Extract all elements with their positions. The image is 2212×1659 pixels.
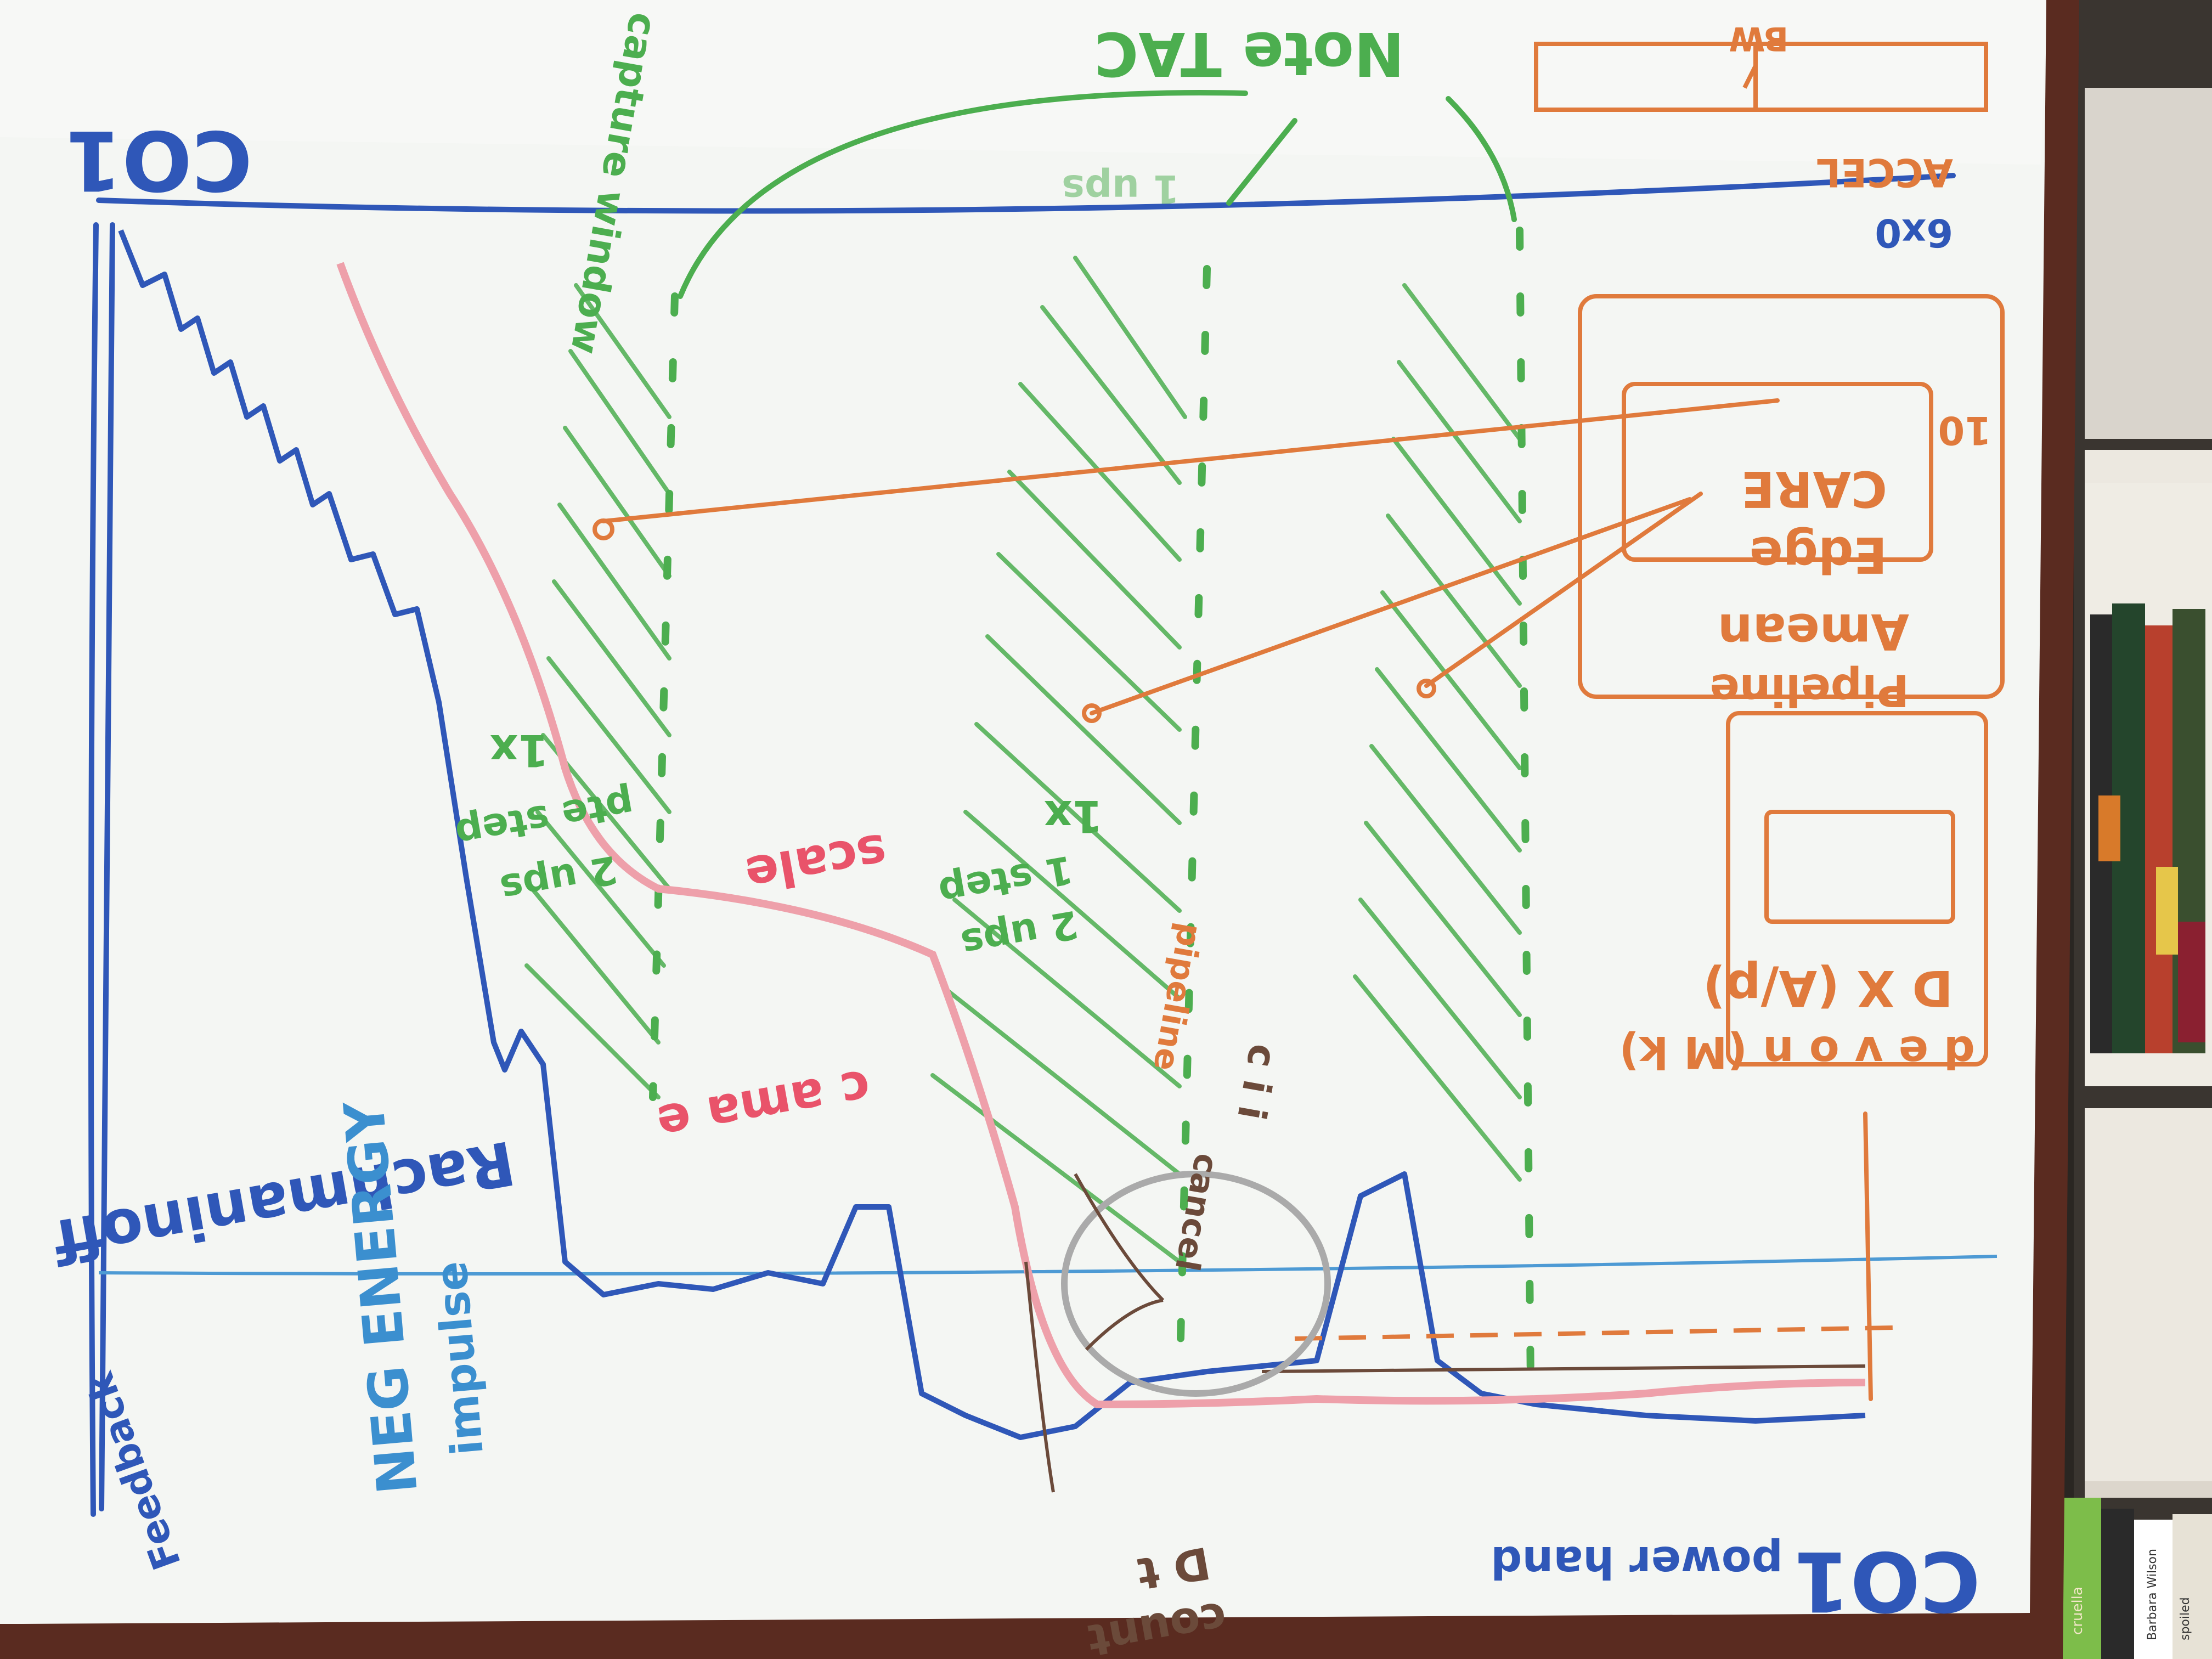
- label-bottom-right: CO1: [1793, 1533, 1980, 1628]
- blue-curve: [118, 229, 1866, 1440]
- baseline: [98, 1255, 1997, 1276]
- brown-line: [1261, 1364, 1866, 1373]
- green-arrows: [678, 90, 1517, 299]
- label-care: CARE: [1741, 460, 1887, 517]
- orange-box-lower: [1726, 711, 1988, 1066]
- orange-box-upper: [1578, 294, 2005, 699]
- label-power-hand: power hand: [1491, 1537, 1783, 1588]
- label-1ups: 1 ups: [1062, 166, 1180, 211]
- label-dt: D t: [1133, 1537, 1214, 1600]
- gray-circle: [1061, 1171, 1331, 1397]
- label-dx: D X (A/p): [1703, 959, 1953, 1017]
- label-accel: ACCEL: [1816, 150, 1953, 195]
- whiteboard-surface: [0, 0, 2046, 1624]
- pink-curve: [336, 262, 1866, 1409]
- green-dashed-lines: [649, 227, 1534, 1386]
- book-row-bottom: [2052, 1498, 2212, 1659]
- label-edge: Edge: [1750, 526, 1887, 583]
- book-title-2: Barbara Wilson: [2146, 1549, 2159, 1640]
- label-green-mid-1: 1x: [1044, 791, 1103, 842]
- label-10: 10: [1938, 408, 1991, 453]
- label-amean: Amean: [1718, 602, 1909, 660]
- label-devon: d e v o n (M k): [1619, 1026, 1975, 1077]
- label-bw: BW: [1729, 19, 1788, 58]
- bookshelf: cruella Barbara Wilson spoiled: [2052, 0, 2212, 1659]
- label-note-tac: Note TAC: [1094, 19, 1404, 89]
- label-top-right: 6x0: [1875, 210, 1953, 255]
- brown-strokes: [1024, 1173, 1165, 1493]
- book-stack: [2090, 603, 2205, 1053]
- label-green-left-1: 1x: [490, 725, 549, 776]
- book-title-3: spoiled: [2179, 1597, 2192, 1640]
- label-top-left: CO1: [65, 112, 252, 207]
- orange-dashed-line: [1294, 1325, 1893, 1341]
- axes: [88, 173, 1956, 1517]
- orange-ruler: [1534, 42, 1988, 112]
- label-pipeline-box: Pipeline: [1709, 664, 1909, 715]
- book-title-1: cruella: [2069, 1587, 2086, 1635]
